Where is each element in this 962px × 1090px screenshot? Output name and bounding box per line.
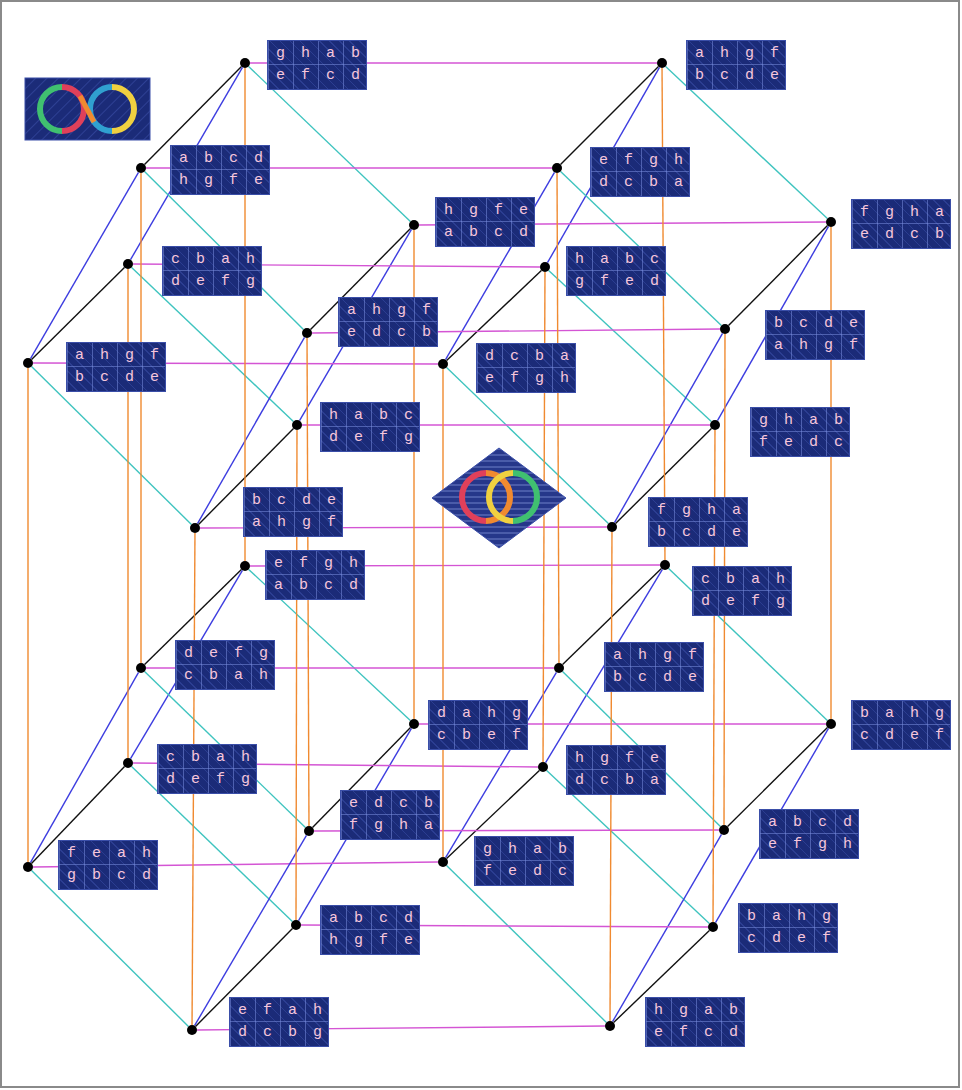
vertex-dot: e f g h a b c d	[240, 561, 250, 571]
cube-edge	[447, 866, 607, 1023]
letter-tile: a b c d h g f e	[170, 145, 270, 195]
vertex-dot: d a h g c b e f	[409, 719, 419, 729]
letter-tile: g h a b f e d c	[474, 836, 574, 886]
cube-edge	[30, 672, 138, 862]
vertex-dot: b c d e a h g f	[720, 324, 730, 334]
vertex-dot: a h g f b c d e	[23, 358, 33, 368]
cube-edge	[27, 368, 28, 862]
cube-edge	[32, 871, 189, 1027]
vertex-dot: e f g h d c b a	[552, 163, 562, 173]
letter-tile: a h g f b c d e	[686, 40, 786, 90]
letter-tile: h g a b e f c d	[645, 997, 745, 1047]
letter-tile: h a b c d e f g	[320, 402, 420, 452]
vertex-dot: e d c b f g h a	[304, 826, 314, 836]
letter-tile: c b a h d e f g	[157, 744, 257, 794]
vertex-dot: b a h g c d e f	[708, 922, 718, 932]
letter-tile: c b a h d e f g	[162, 246, 262, 296]
cube-edge	[145, 172, 304, 330]
vertex-dot: f g h a b c d e	[607, 522, 617, 532]
letter-tile: f g h a b c d e	[648, 497, 748, 547]
letter-tile: b c d e a h g f	[765, 310, 865, 360]
letter-tile: e f g h d c b a	[590, 147, 690, 197]
cube-edge	[613, 834, 722, 1021]
letter-tile: h a b c g f e d	[566, 246, 666, 296]
letter-tile: a b c d e f g h	[759, 809, 859, 859]
letter-tile: g h a b f e d c	[750, 407, 850, 457]
letter-tile: c b a h d e f g	[692, 566, 792, 616]
center-diamond-picture	[432, 448, 566, 548]
letter-tile: f e a h g b c d	[58, 840, 158, 890]
vertex-dot: d e f g c b a h	[136, 663, 146, 673]
letter-tile: b a h g c d e f	[851, 700, 951, 750]
vertex-dot: b a h g c d e f	[826, 719, 836, 729]
vertex-dot: h g f e d c b a	[538, 762, 548, 772]
vertex-dot: f e a h g b c d	[23, 862, 33, 872]
vertex-dot: h g a b e f c d	[605, 1021, 615, 1031]
letter-tile: e d c b f g h a	[340, 790, 440, 840]
cube-edge	[614, 333, 722, 522]
vertex-dot: h a b c g f e d	[540, 262, 550, 272]
letter-tile: e f g h a b c d	[265, 550, 365, 600]
letter-tile: a b c d h g f e	[320, 905, 420, 955]
vertex-dot: c b a h d e f g	[123, 259, 133, 269]
linked-rings-picture	[25, 78, 150, 140]
vertex-dot: f g h a e d c b	[826, 217, 836, 227]
letter-tile: b a h g c d e f	[738, 903, 838, 953]
letter-tile: e f a h d c b g	[229, 997, 329, 1047]
letter-tile: d c b a e f g h	[476, 343, 576, 393]
letter-tile: h g f e a b c d	[435, 197, 535, 247]
vertex-dot: a b c d h g f e	[291, 920, 301, 930]
vertex-dot: e f a h d c b g	[187, 1025, 197, 1035]
letter-tile: a h g f b c d e	[66, 342, 166, 392]
letter-tile: g h a b e f c d	[267, 40, 367, 90]
vertex-dot: d c b a e f g h	[438, 359, 448, 369]
letter-tile: f g h a e d c b	[851, 199, 951, 249]
letter-tile: h g f e d c b a	[566, 745, 666, 795]
vertex-dot: a b c d h g f e	[136, 163, 146, 173]
cube-edge	[830, 227, 831, 719]
cube-edge	[31, 172, 139, 358]
vertex-dot: h g f e a b c d	[409, 220, 419, 230]
vertex-dot: a h g f b c d e	[657, 58, 667, 68]
letter-tile: d e f g c b a h	[175, 640, 275, 690]
vertex-dot: b c d e a h g f	[190, 523, 200, 533]
cube-edge	[563, 672, 721, 827]
vertex-dot: c b a h d e f g	[123, 758, 133, 768]
vertex-dot: a h g f b c d e	[554, 663, 564, 673]
cube-edge	[140, 173, 141, 663]
cube-edge	[557, 173, 559, 663]
vertex-dot: g h a b f e d c	[438, 857, 448, 867]
vertex-dot: h a b c d e f g	[292, 420, 302, 430]
letter-tile: a h g f b c d e	[604, 642, 704, 692]
letter-tile: a h g f e d c b	[338, 297, 438, 347]
vertex-dot: g h a b e f c d	[240, 58, 250, 68]
vertex-dot: c b a h d e f g	[660, 560, 670, 570]
vertex-dot: a b c d e f g h	[719, 825, 729, 835]
vertex-dot: g h a b f e d c	[710, 420, 720, 430]
cube-edge	[145, 671, 306, 827]
letter-tile: b c d e a h g f	[243, 487, 343, 537]
cube-edge	[662, 68, 665, 560]
vertex-dot: a h g f e d c b	[302, 328, 312, 338]
cube-edge	[442, 369, 443, 857]
letter-tile: d a h g c b e f	[428, 700, 528, 750]
